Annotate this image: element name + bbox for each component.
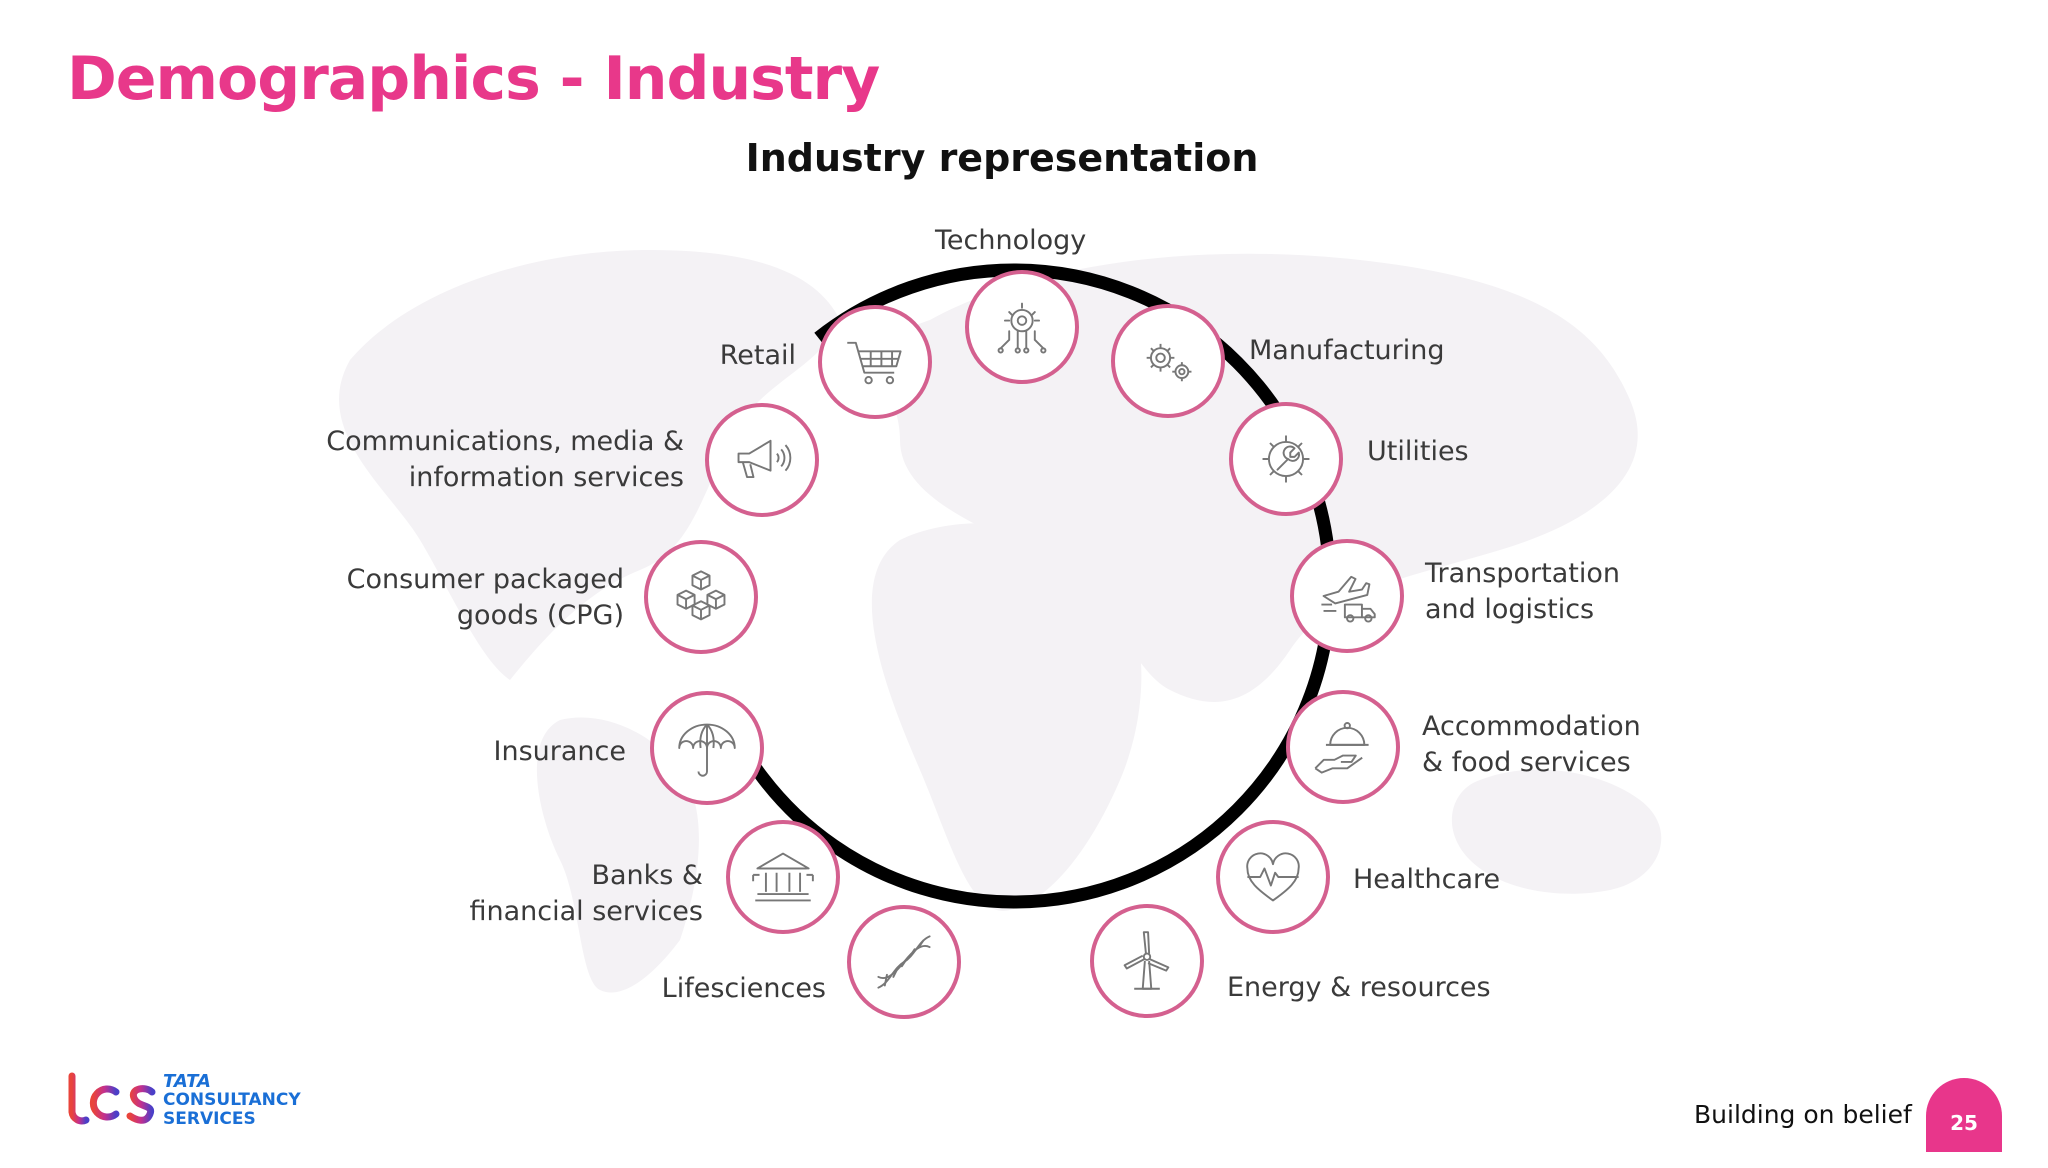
industry-node: [1229, 402, 1343, 516]
label-utilities: Utilities: [1367, 436, 1469, 467]
label-retail: Retail: [719, 340, 796, 371]
tcs-logo-icon: [64, 1072, 156, 1125]
industry-node: [847, 905, 961, 1019]
industry-node: [1216, 820, 1330, 934]
industry-node-ring: [644, 540, 758, 654]
industry-node: [1090, 904, 1204, 1018]
industry-node-ring: [1111, 304, 1225, 418]
industry-node-ring: [726, 820, 840, 934]
industry-node-ring: [1286, 690, 1400, 804]
industry-node: [644, 540, 758, 654]
industry-node-ring: [705, 403, 819, 517]
label-lifesciences: Lifesciences: [661, 973, 826, 1004]
label-technology: Technology: [935, 225, 1087, 256]
industry-node: [705, 403, 819, 517]
slide-title: Demographics - Industry: [67, 44, 880, 114]
industry-node: [818, 305, 932, 419]
industry-node: [650, 691, 764, 805]
industry-node: [965, 270, 1079, 384]
label-insurance: Insurance: [493, 736, 626, 767]
label-accommodation: Accommodation& food services: [1422, 711, 1641, 778]
label-banks: Banks &financial services: [469, 860, 703, 927]
tagline: Building on belief: [1694, 1100, 1912, 1129]
industry-node: [1111, 304, 1225, 418]
diagram-title: Industry representation: [745, 136, 1259, 180]
industry-node: [1290, 539, 1404, 653]
industry-node-ring: [965, 270, 1079, 384]
page-number-badge: 25: [1926, 1078, 2002, 1152]
label-energy: Energy & resources: [1227, 972, 1491, 1003]
label-healthcare: Healthcare: [1353, 864, 1501, 895]
label-communications: Communications, media &information servi…: [326, 426, 684, 493]
industry-node-ring: [818, 305, 932, 419]
industry-node: [726, 820, 840, 934]
tcs-wordmark: TATA CONSULTANCY SERVICES: [163, 1071, 301, 1129]
industry-node-ring: [1290, 539, 1404, 653]
label-manufacturing: Manufacturing: [1249, 335, 1445, 366]
industry-node: [1286, 690, 1400, 804]
industry-node-ring: [1090, 904, 1204, 1018]
